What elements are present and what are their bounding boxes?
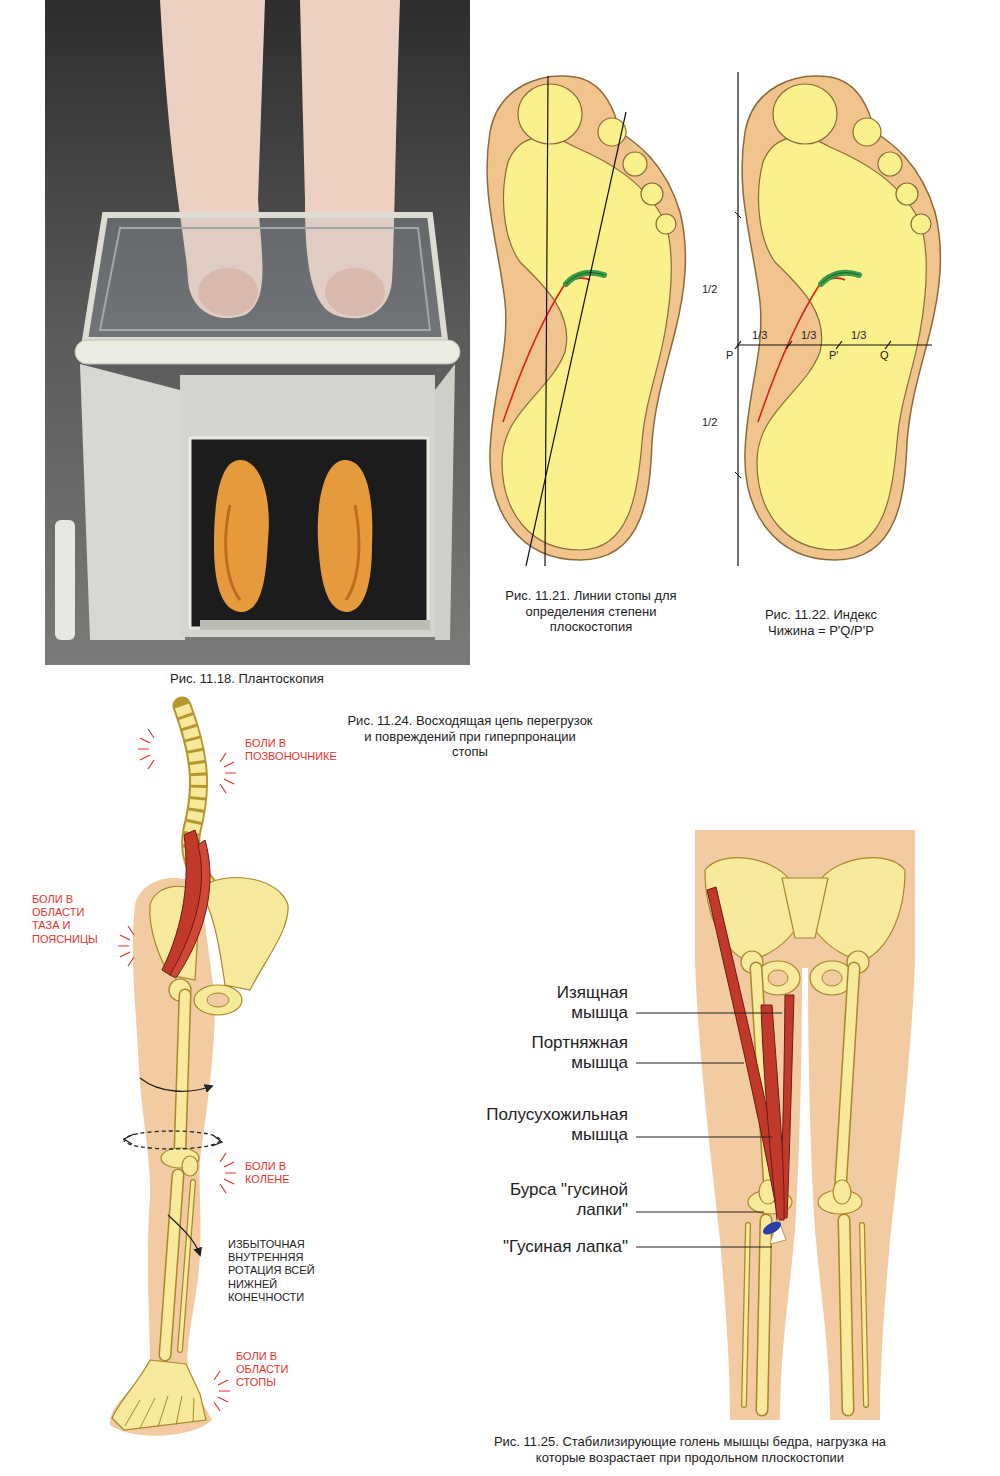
point-label: P — [726, 349, 738, 361]
figure-caption: Рис. 11.25. Стабилизирующие голень мышцы… — [470, 1434, 910, 1465]
drawing-rect — [190, 438, 428, 628]
drawing-path — [138, 729, 154, 769]
drawing-use — [742, 76, 940, 560]
pain-label: БОЛИ В ОБЛАСТИ ТАЗА И ПОЯСНИЦЫ — [32, 893, 112, 946]
drawing-path — [220, 753, 236, 793]
pain-label: БОЛИ В ОБЛАСТИ СТОПЫ — [236, 1350, 316, 1390]
drawing-polygon — [782, 878, 828, 938]
pain-label: БОЛИ В ПОЗВОНОЧНИКЕ — [245, 737, 340, 763]
drawing-path — [346, 505, 359, 600]
drawing-g — [118, 729, 236, 1411]
drawing-path — [214, 1371, 230, 1411]
rotation-note: ИЗБЫТОЧНАЯ ВНУТРЕННЯЯ РОТАЦИЯ ВСЕЙ НИЖНЕ… — [228, 1238, 340, 1304]
drawing-path — [180, 1182, 193, 1350]
ratio-label: 1/2 — [702, 416, 732, 428]
drawing-rect — [180, 375, 435, 637]
ratio-label: 1/2 — [702, 283, 732, 295]
drawing-line — [526, 112, 626, 566]
drawing-path — [744, 1225, 866, 1405]
footprint-lines — [487, 76, 685, 566]
drawing-ellipse — [822, 970, 842, 986]
drawing-line — [636, 1137, 772, 1138]
drawing-path — [220, 1153, 236, 1193]
figure-caption: Рис. 11.24. Восходящая цепь перегрузок и… — [345, 713, 595, 760]
drawing-use — [487, 76, 685, 560]
drawing-path — [118, 926, 134, 966]
thigh-muscles-figure — [636, 830, 915, 1420]
drawing-ellipse — [182, 1156, 198, 1176]
drawing-line — [636, 1212, 764, 1213]
figure-caption: Рис. 11.21. Линии стопы для определения … — [485, 588, 697, 635]
figure-caption: Рис. 11.18. Плантоскопия — [170, 671, 470, 687]
drawing-line — [545, 76, 548, 566]
drawing-path — [112, 1360, 206, 1430]
drawing-ellipse — [194, 985, 242, 1015]
drawing-ellipse — [833, 1180, 851, 1204]
drawing-ellipse — [761, 1219, 783, 1238]
drawing-line — [636, 1247, 772, 1248]
drawing-g — [636, 1013, 782, 1247]
drawing-rect — [45, 0, 470, 665]
drawing-polygon — [435, 364, 455, 640]
drawing-line — [737, 72, 738, 566]
drawing-path — [125, 1396, 194, 1428]
drawing-path — [205, 878, 288, 990]
drawing-ellipse — [124, 1131, 220, 1149]
drawing-polygon — [80, 364, 185, 640]
drawing-path — [214, 460, 269, 612]
drawing-path — [180, 995, 185, 1150]
pain-label: БОЛИ В КОЛЕНЕ — [245, 1160, 315, 1186]
drawing-rect — [75, 340, 460, 364]
muscle-label: Изящная мышца — [533, 983, 628, 1024]
drawing-path — [815, 858, 905, 960]
drawing-path — [180, 995, 185, 1150]
muscle-label: "Гусиная лапка" — [468, 1237, 628, 1257]
drawing-path — [168, 1215, 200, 1255]
drawing-rect — [55, 520, 75, 640]
kinetic-chain-skeleton — [110, 706, 288, 1436]
figure-caption: Рис. 11.22. Индекс Чижина = P'Q/P'P — [750, 607, 892, 638]
drawing-polygon — [85, 215, 445, 340]
drawing-path — [170, 840, 210, 978]
point-label: Q — [880, 349, 894, 361]
chizhin-index-footprint — [735, 72, 940, 566]
muscle-label: Полусухожильная мышца — [478, 1105, 628, 1146]
drawing-g — [748, 1180, 862, 1214]
drawing-path — [140, 1078, 212, 1091]
drawing-rect — [200, 620, 430, 630]
muscle-label: Портняжная мышца — [518, 1033, 628, 1074]
drawing-polygon — [100, 228, 430, 330]
drawing-path — [212, 1136, 222, 1146]
drawing-line — [636, 1063, 744, 1064]
drawing-path — [124, 1134, 134, 1144]
drawing-line — [738, 344, 932, 345]
drawing-path — [180, 1182, 193, 1350]
muscle-label: Бурса "гусиной лапки" — [478, 1180, 628, 1221]
drawing-path — [762, 1220, 848, 1410]
ratio-label: 1/3 — [752, 329, 782, 341]
drawing-path — [165, 1175, 178, 1355]
point-label: P' — [829, 349, 845, 361]
drawing-path — [226, 505, 240, 600]
drawing-path — [762, 1220, 848, 1410]
drawing-path — [744, 1225, 866, 1405]
drawing-path — [165, 1175, 178, 1355]
drawing-path — [761, 1005, 784, 1220]
drawing-path — [110, 878, 215, 1436]
plantoscope-photo — [45, 0, 470, 665]
ratio-label: 1/3 — [801, 329, 831, 341]
drawing-path — [735, 341, 891, 349]
drawing-ellipse — [207, 993, 229, 1007]
drawing-path — [735, 212, 741, 478]
drawing-ellipse — [768, 970, 788, 986]
drawing-line — [636, 1013, 782, 1014]
ratio-label: 1/3 — [851, 329, 881, 341]
drawing-path — [318, 460, 373, 612]
drawing-path — [695, 830, 915, 1420]
drawing-g — [707, 887, 794, 1220]
